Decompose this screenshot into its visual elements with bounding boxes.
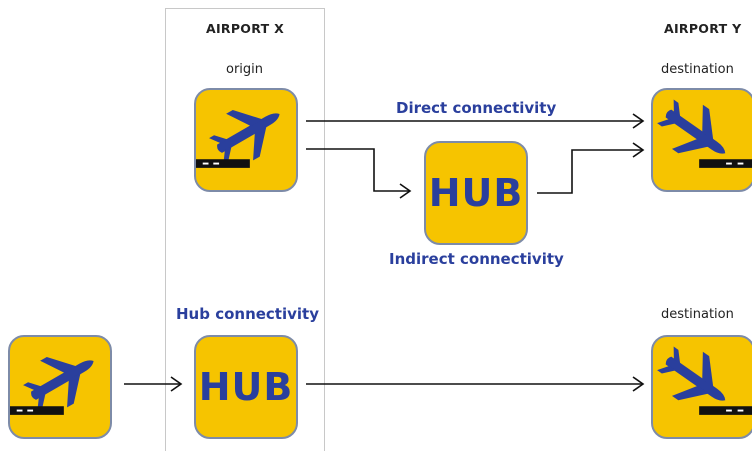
airport-y-destination-label-top: destination — [661, 62, 734, 77]
takeoff-icon — [10, 356, 94, 415]
hub-label-top: HUB — [428, 171, 524, 215]
landing-icon — [657, 346, 752, 415]
hub-label-bottom: HUB — [198, 365, 294, 409]
airport-y-destination-label-bottom: destination — [661, 307, 734, 322]
hub-tile-bottom: HUB — [194, 335, 298, 439]
indirect-connectivity-label: Indirect connectivity — [389, 250, 564, 268]
landing-icon — [657, 99, 752, 168]
direct-arrow-head — [632, 113, 645, 129]
takeoff-icon — [196, 109, 280, 168]
direct-connectivity-label: Direct connectivity — [396, 99, 557, 117]
hub-tile-top: HUB — [424, 141, 528, 245]
hub-connectivity-label: Hub connectivity — [176, 305, 319, 323]
origin-to-hub-arrow-head — [399, 183, 412, 199]
hub-to-destination-arrow-line — [537, 149, 643, 194]
hub-to-destination-arrow-head — [632, 142, 645, 158]
airport-x-title: AIRPORT X — [206, 21, 285, 36]
destination-landing-tile-top — [651, 88, 752, 192]
airport-y-title: AIRPORT Y — [664, 21, 742, 36]
airport-x-column — [165, 8, 325, 451]
origin-takeoff-tile — [194, 88, 298, 192]
destination-landing-tile-bottom — [651, 335, 752, 439]
airport-x-origin-label: origin — [226, 62, 264, 77]
origin-takeoff-tile-bottom — [8, 335, 112, 439]
bottom-hub-to-destination-arrow-head — [632, 376, 645, 392]
